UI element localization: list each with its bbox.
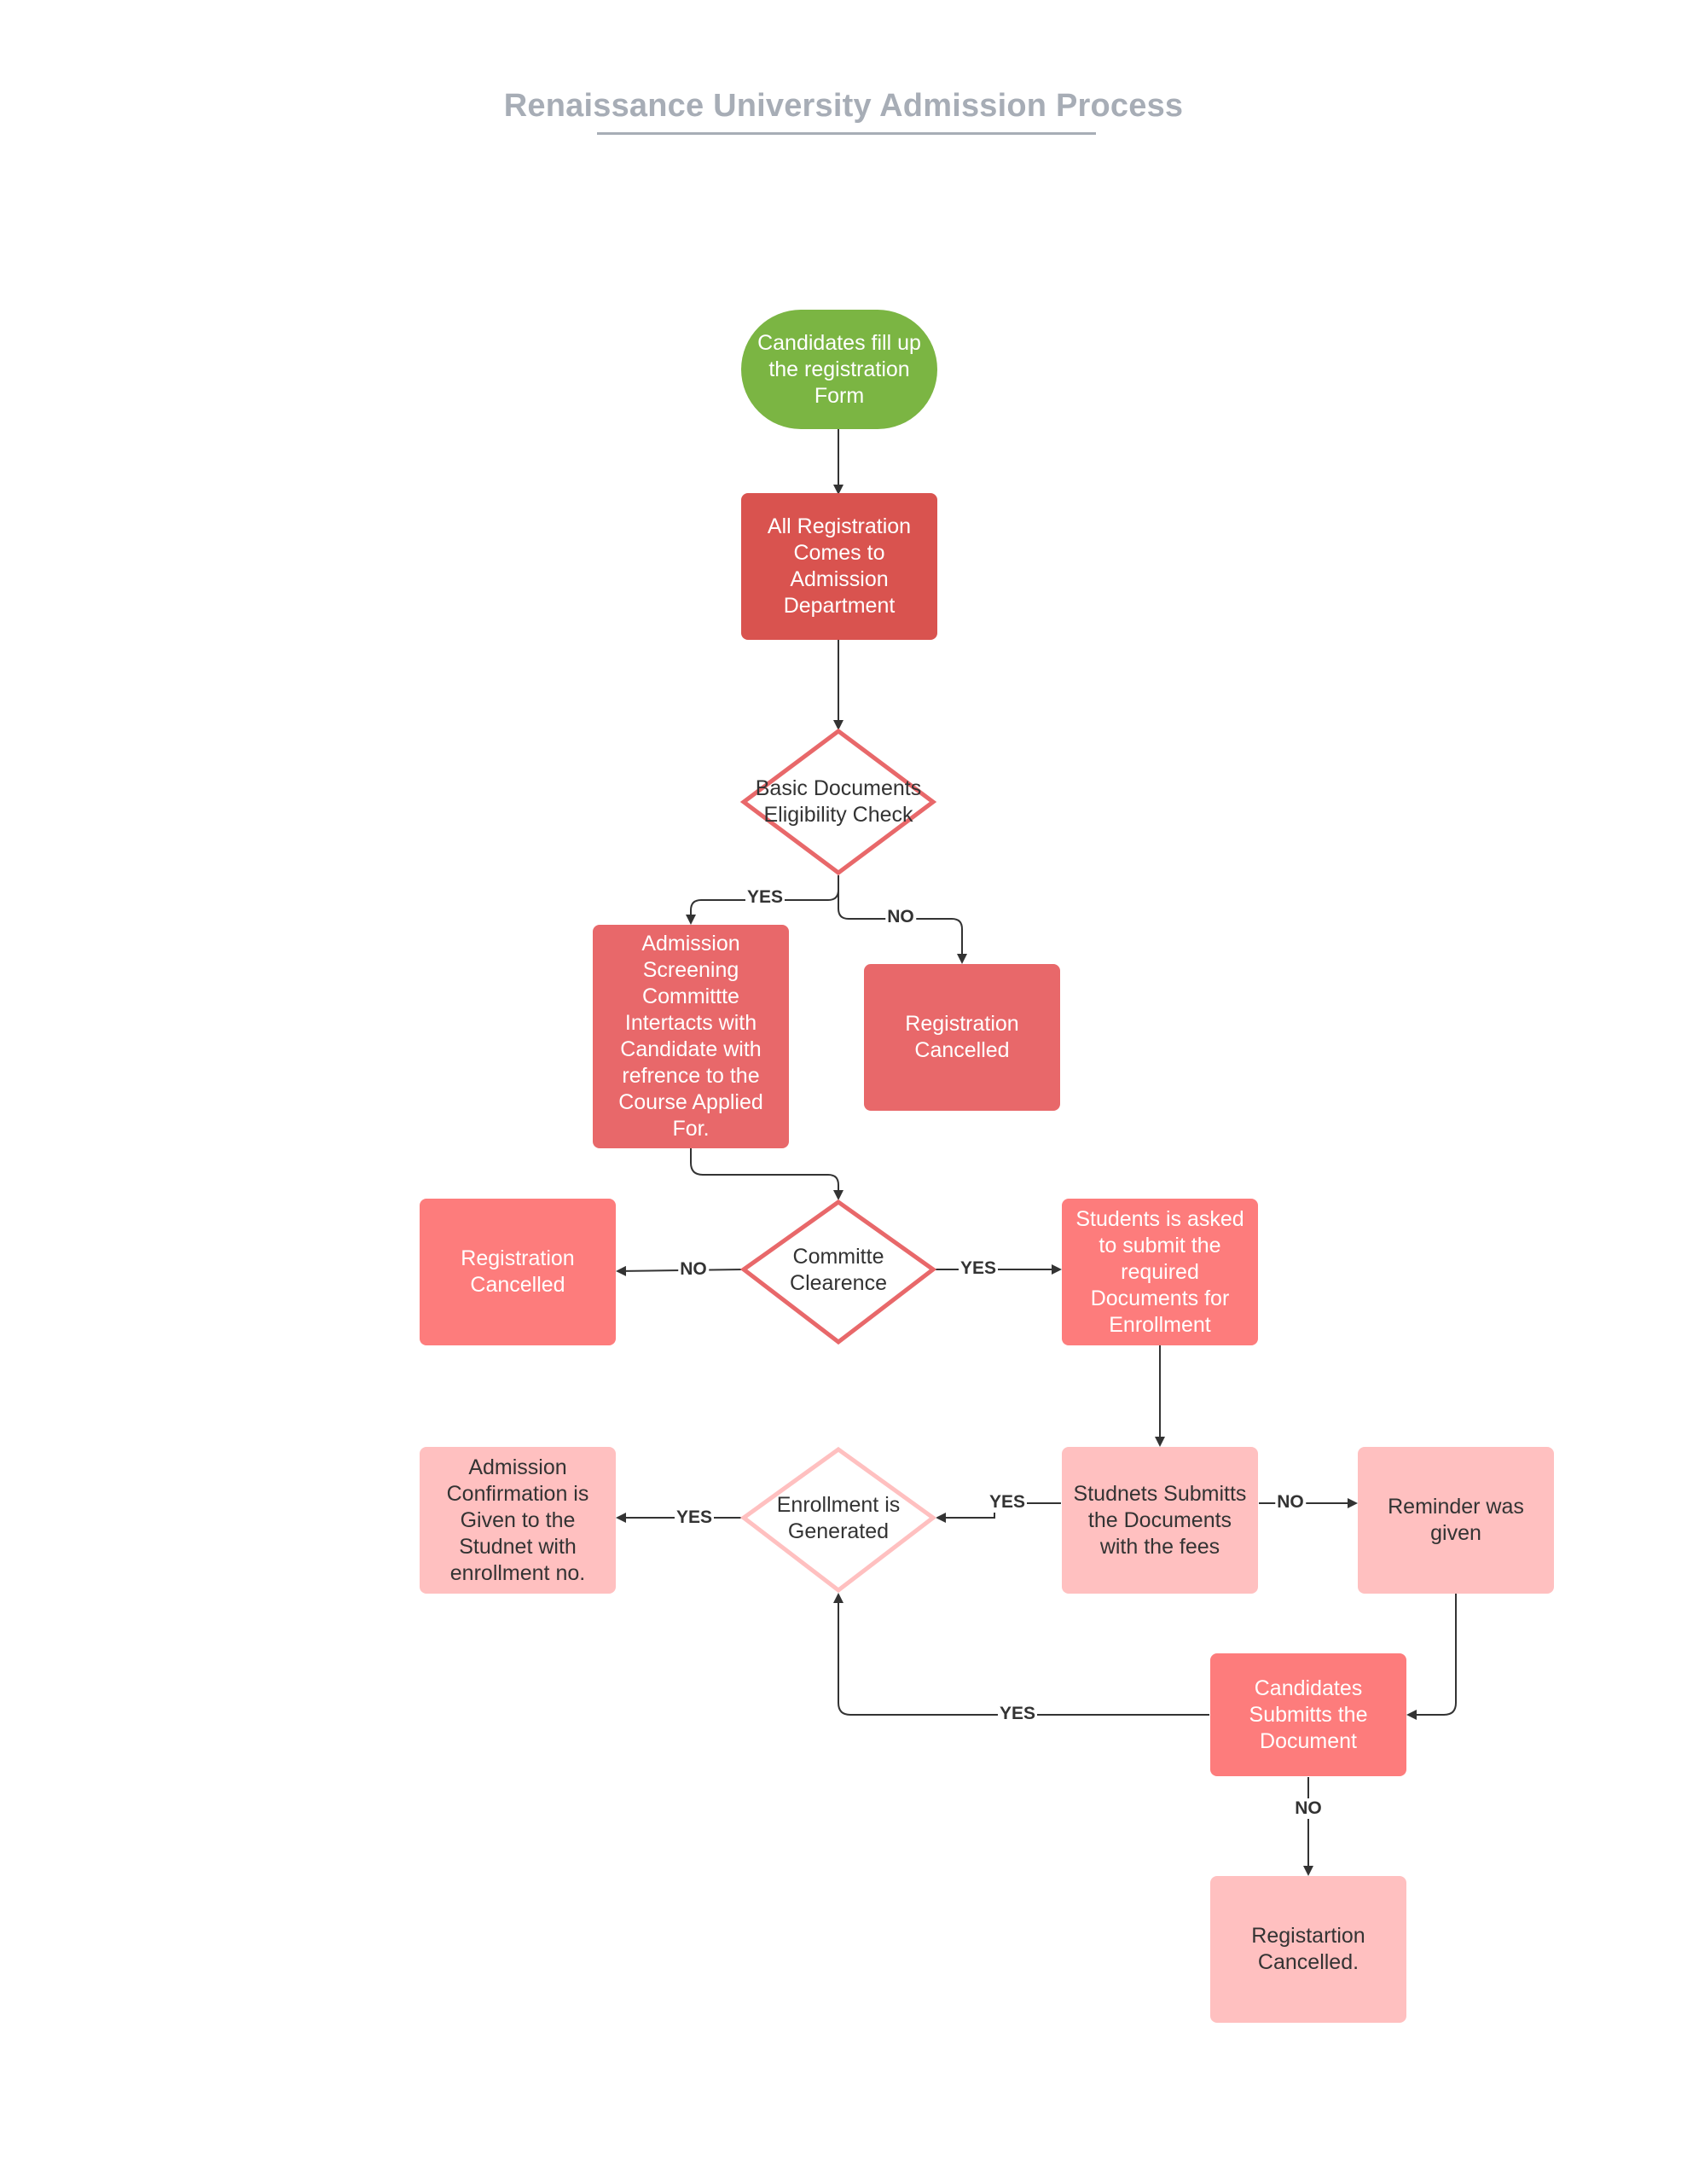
enrollment-diamond — [739, 1446, 937, 1594]
submits-documents-fees-box — [1062, 1447, 1258, 1594]
edge-reminder-to-candidate — [1406, 1593, 1457, 1720]
edge-screening-to-clearance — [690, 1148, 844, 1200]
start-label: Candidates fill up the registration Form — [757, 330, 921, 408]
screening-label: Admission Screening Committte Intertacts… — [618, 932, 763, 1141]
start-terminal — [741, 310, 937, 429]
admission-confirmation-label: Admission Confirmation is Given to the S… — [446, 1455, 589, 1585]
edge-label-eligibility-yes: YES — [745, 887, 786, 908]
admission-department-box — [741, 493, 937, 640]
screening-box — [593, 925, 789, 1148]
admission-confirmation-box — [420, 1447, 616, 1594]
registration-cancelled-box-3 — [1210, 1876, 1406, 2023]
candidate-submits-box — [1210, 1653, 1406, 1776]
submits-documents-fees-label: Studnets Submitts the Documents with the… — [1073, 1481, 1247, 1559]
edge-candidate-yes — [833, 1593, 1209, 1716]
edge-label-clearance-no: NO — [678, 1259, 709, 1280]
title-underline — [597, 132, 1096, 135]
edge-label-candidate-yes: YES — [997, 1704, 1038, 1724]
submit-documents-request-label: Students is asked to submit the required… — [1075, 1206, 1244, 1337]
registration-cancelled-label-3: Registartion Cancelled. — [1251, 1924, 1365, 1974]
reminder-box — [1358, 1447, 1554, 1594]
edge-label-fees-yes: YES — [987, 1492, 1028, 1513]
candidate-submits-label: Candidates Submitts the Document — [1249, 1676, 1368, 1753]
eligibility-check-label: Basic Documents Eligibility Check — [755, 776, 922, 827]
registration-cancelled-label-1: Registration Cancelled — [905, 1012, 1019, 1062]
clearance-diamond — [739, 1199, 937, 1345]
edge-label-candidate-no: NO — [1293, 1798, 1324, 1819]
enrollment-label: Enrollment is Generated — [776, 1493, 901, 1543]
clearance-label: Committe Clearence — [790, 1245, 887, 1295]
reminder-label: Reminder was given — [1388, 1495, 1524, 1545]
edge-label-enrollment-yes: YES — [674, 1507, 715, 1528]
diagram-title: Renaissance University Admission Process — [503, 88, 1184, 124]
edge-label-eligibility-no: NO — [885, 907, 916, 927]
registration-cancelled-box-1 — [864, 964, 1060, 1111]
registration-cancelled-box-2 — [420, 1199, 616, 1345]
admission-department-label: All Registration Comes to Admission Depa… — [767, 514, 912, 618]
eligibility-check-diamond — [739, 728, 937, 876]
edge-label-fees-no: NO — [1275, 1492, 1306, 1513]
registration-cancelled-label-2: Registration Cancelled — [461, 1246, 575, 1297]
edge-label-clearance-yes: YES — [958, 1258, 999, 1279]
submit-documents-request-box — [1062, 1199, 1258, 1345]
